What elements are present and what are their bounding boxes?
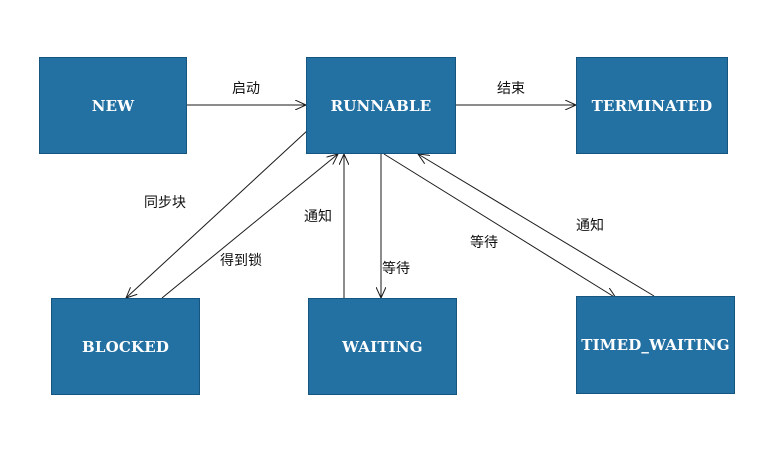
state-terminated-label: TERMINATED: [591, 96, 713, 115]
edge-label-end: 结束: [497, 81, 525, 97]
edge-label-notify-timed: 通知: [576, 218, 604, 234]
state-timed-waiting-label: TIMED_WAITING: [581, 336, 730, 354]
state-new-label: NEW: [91, 96, 135, 115]
state-terminated: TERMINATED: [576, 57, 728, 154]
arrow-runnable-to-blocked: [126, 129, 309, 298]
arrow-blocked-to-runnable: [161, 154, 338, 299]
state-timed-waiting: TIMED_WAITING: [576, 296, 735, 394]
edge-label-wait: 等待: [382, 261, 410, 277]
edge-label-sync-block: 同步块: [144, 195, 186, 211]
arrow-timed-waiting-to-runnable: [418, 154, 655, 297]
state-runnable: RUNNABLE: [306, 57, 456, 154]
state-blocked-label: BLOCKED: [81, 337, 170, 356]
state-waiting: WAITING: [308, 298, 457, 395]
edge-label-start: 启动: [232, 81, 260, 97]
edge-label-notify-waiting: 通知: [304, 209, 332, 225]
state-new: NEW: [39, 57, 187, 154]
state-blocked: BLOCKED: [51, 298, 200, 395]
state-waiting-label: WAITING: [342, 337, 423, 356]
edge-label-timed-wait: 等待: [470, 235, 498, 251]
state-runnable-label: RUNNABLE: [330, 96, 432, 115]
edge-label-acquire-lock: 得到锁: [220, 253, 262, 269]
arrow-runnable-to-timed-waiting: [383, 153, 616, 298]
